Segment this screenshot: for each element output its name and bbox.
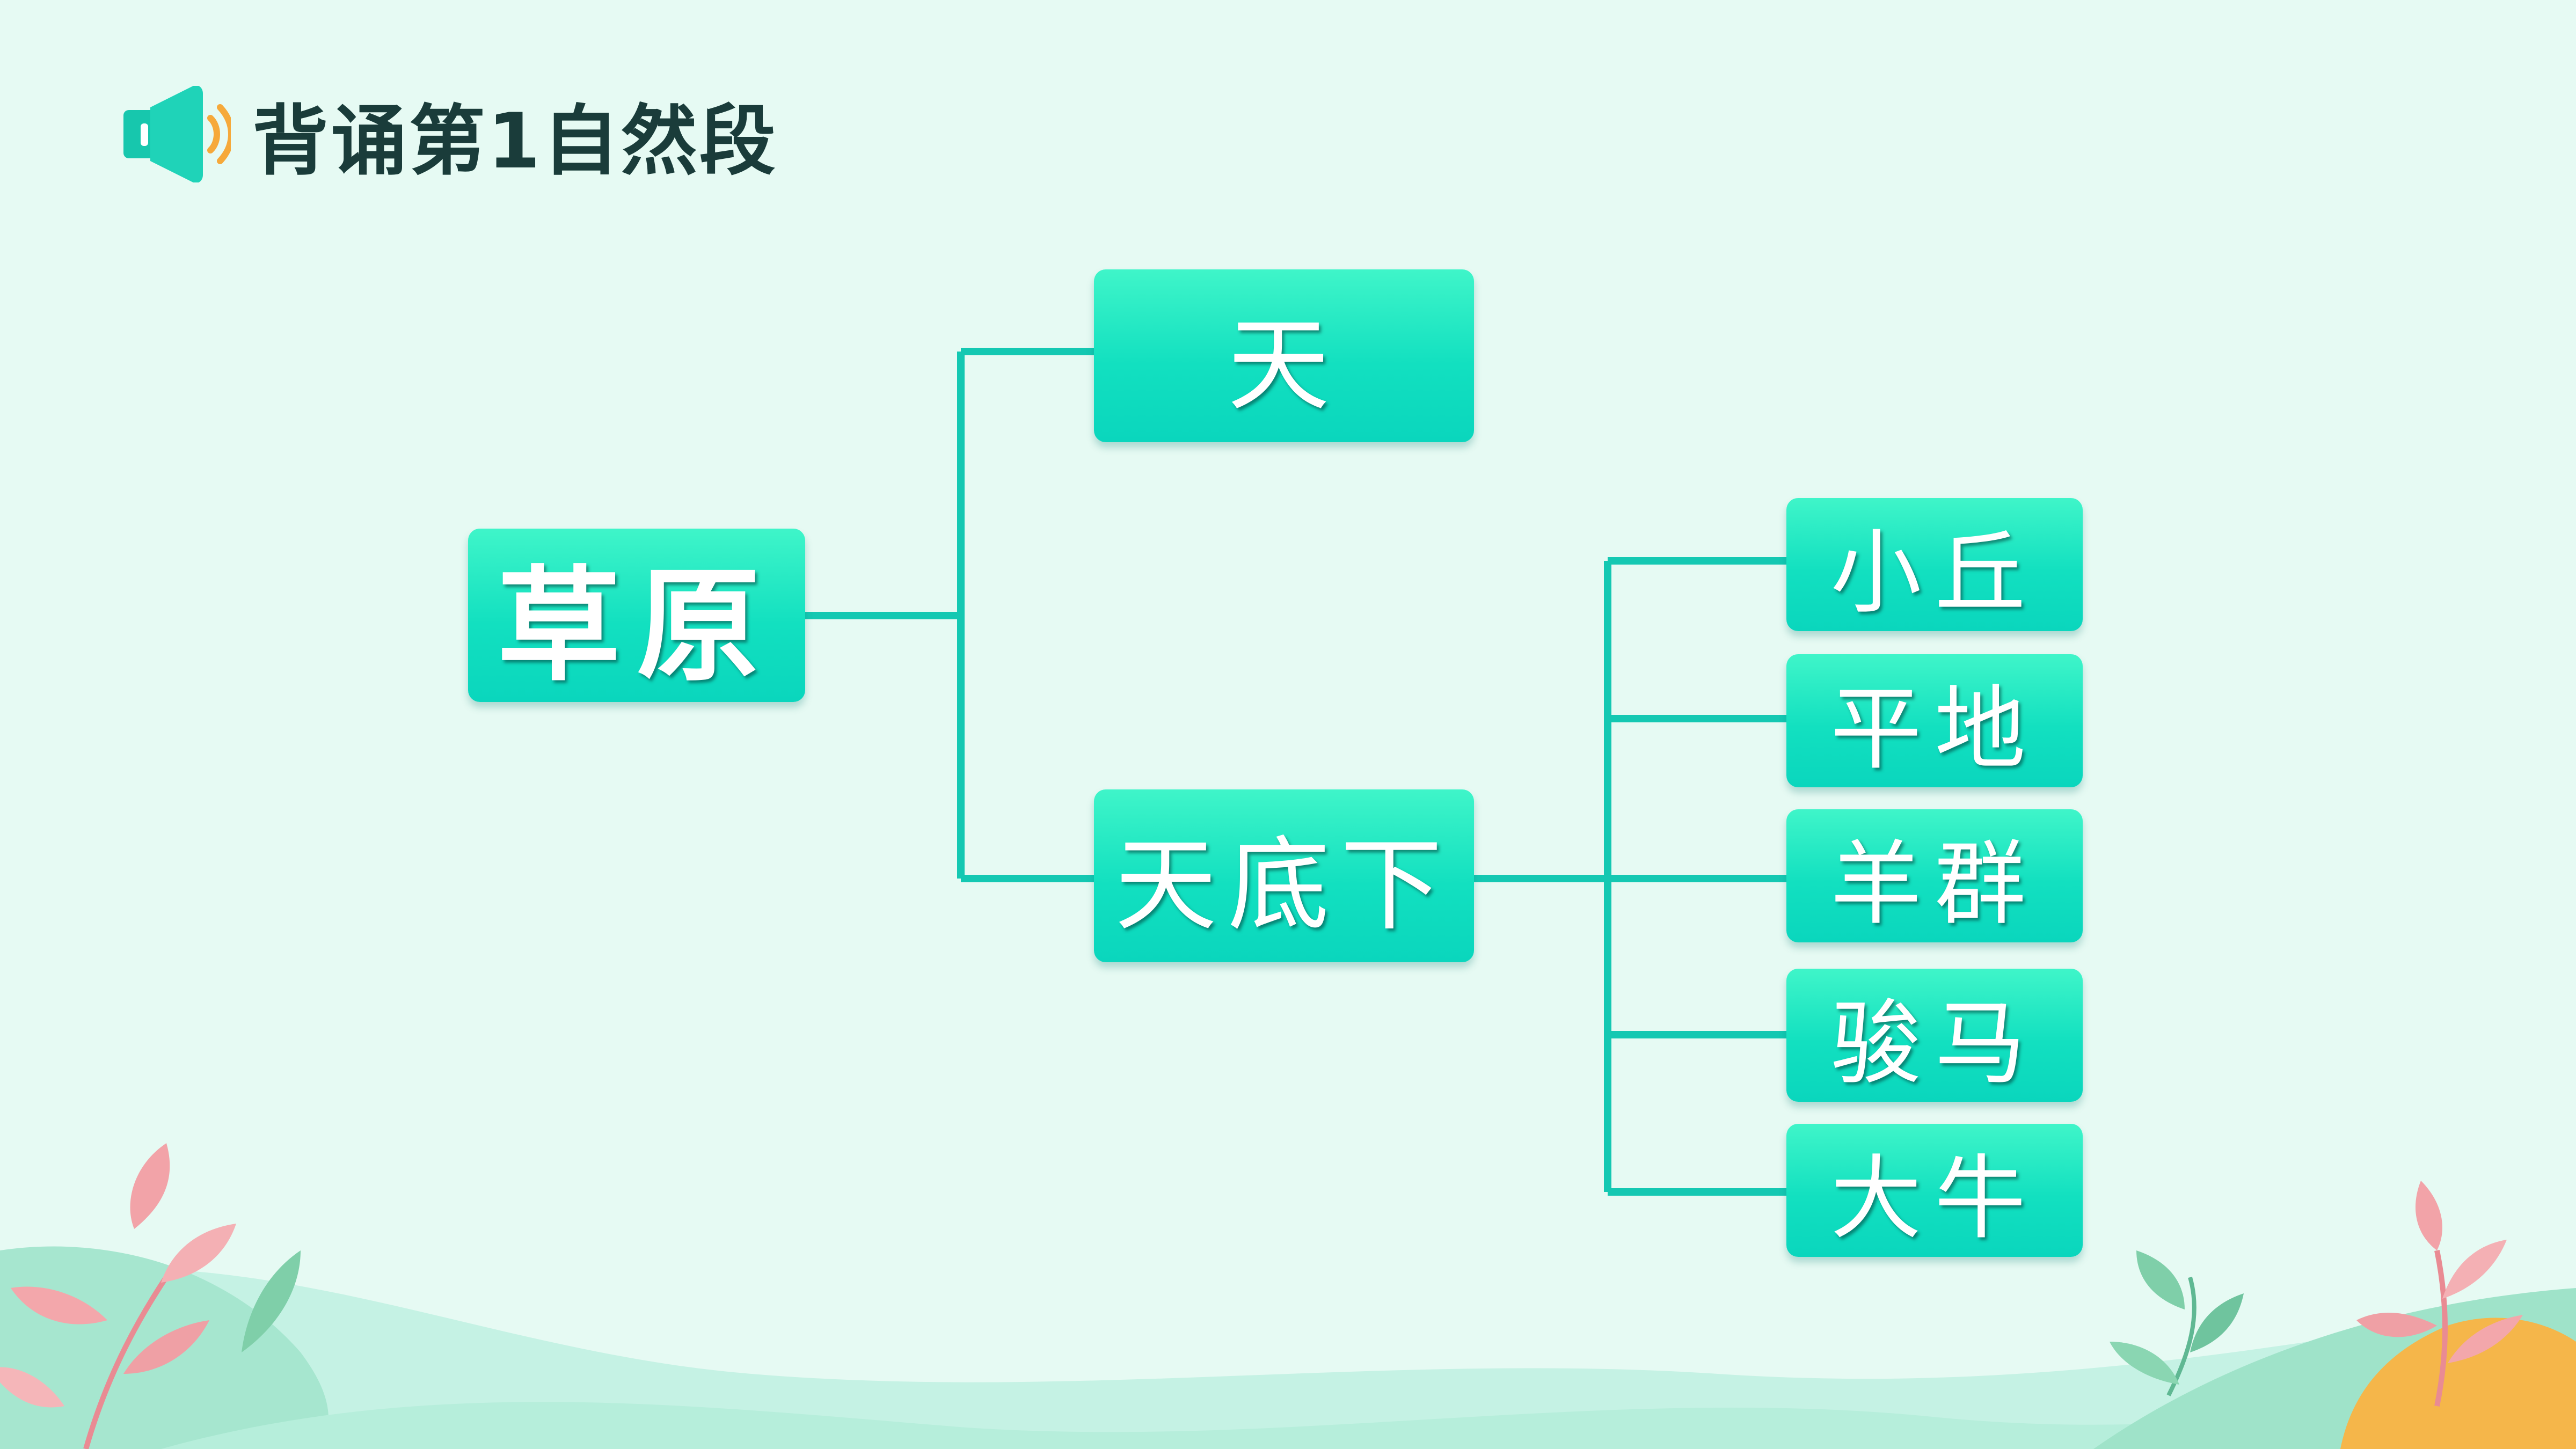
left-leaves <box>0 1143 301 1449</box>
node-tiandixia: 天底下 <box>1094 789 1474 962</box>
node-leaf-xiaoqiu: 小丘 <box>1786 498 2083 631</box>
node-leaf-yangqun: 羊群 <box>1786 809 2083 942</box>
right-leaves <box>2110 1181 2576 1449</box>
speaker-icon[interactable] <box>118 86 231 182</box>
node-leaf-junma: 骏马 <box>1786 969 2083 1102</box>
node-leaf-daniu: 大牛 <box>1786 1124 2083 1257</box>
hill-back <box>0 1268 2576 1449</box>
hill-front <box>161 1374 2576 1449</box>
page-title: 背诵第1自然段 <box>252 97 778 186</box>
header: 背诵第1自然段 <box>118 80 778 188</box>
node-tian: 天 <box>1094 269 1474 442</box>
node-leaf-pingdi: 平地 <box>1786 654 2083 787</box>
node-root: 草原 <box>468 529 805 702</box>
